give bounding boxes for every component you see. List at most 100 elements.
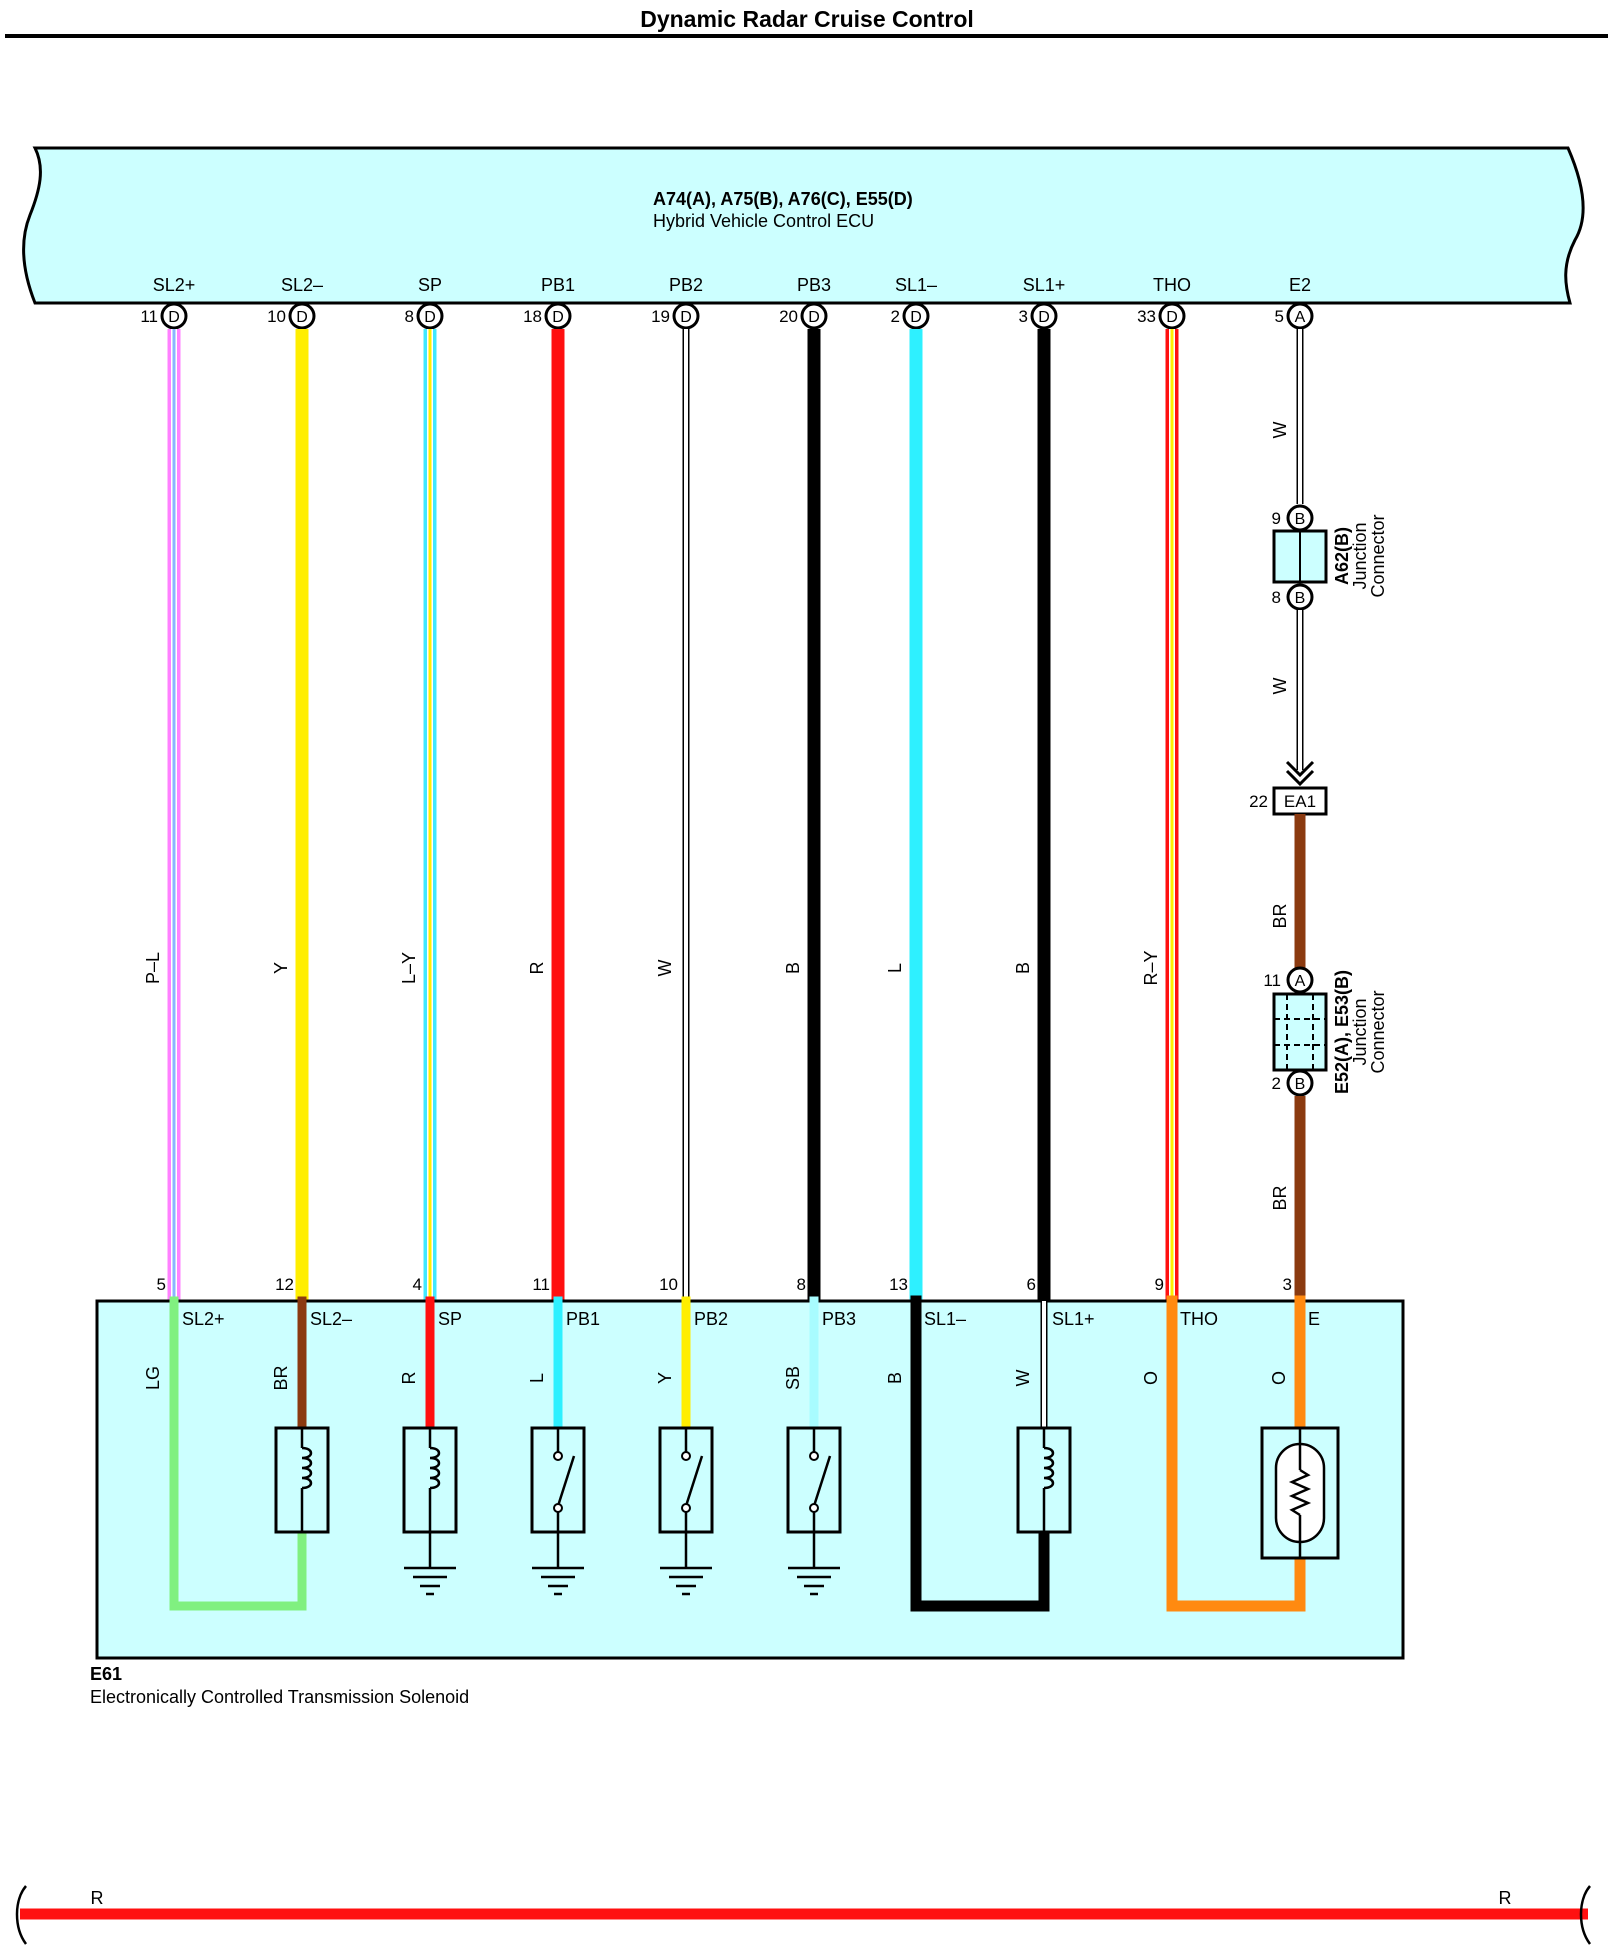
ecu-terminal-conn-sl1-minus: D <box>910 309 922 326</box>
solenoid-pin-tho: 9 <box>1155 1275 1164 1294</box>
solenoid-pin-sp: 4 <box>413 1275 422 1294</box>
e2-ground-path: W B 9 B 8 A62(B) Junction Connector W EA… <box>1249 329 1388 1300</box>
pb2-switch-contact-bot <box>681 1503 691 1513</box>
e52-conn-letter-top: A <box>1295 973 1306 990</box>
ecu-terminal-label-pb1: PB1 <box>541 275 575 295</box>
solenoid-pin-sl2-minusplus: 5 <box>157 1275 166 1294</box>
ecu-terminal-conn-sl1-minusplus: D <box>1038 309 1050 326</box>
solenoid-pin-sl1-minus: 13 <box>889 1275 908 1294</box>
bottom-wire-left-code: R <box>91 1888 104 1908</box>
solenoid-pin-sl2-minus: 12 <box>275 1275 294 1294</box>
wire-code-6: B <box>783 962 803 974</box>
wire-code-3: L–Y <box>399 952 419 984</box>
ecu-terminal-label-e2: E2 <box>1289 275 1311 295</box>
solenoid-pin-pb3: 8 <box>797 1275 806 1294</box>
ecu-terminal-pin-sl1-minus: 2 <box>891 307 900 326</box>
solenoid-name: Electronically Controlled Transmission S… <box>90 1687 469 1707</box>
ecu-terminal-circle-pb2 <box>672 302 700 330</box>
ecu-terminal-conn-pb2: D <box>680 309 692 326</box>
ecu-terminal-label-pb3: PB3 <box>797 275 831 295</box>
solenoid-pin-sl1-minusplus: 6 <box>1027 1275 1036 1294</box>
wire-3-l-minusy: L–Y <box>399 329 437 1301</box>
ecu-terminal-pin-tho: 33 <box>1137 307 1156 326</box>
sl1-coil-winding <box>1043 1446 1055 1490</box>
pb3-switch-contact-top <box>809 1451 819 1461</box>
pb3-switch-contact-bot <box>809 1503 819 1513</box>
solenoid-terminal-label-sp: SP <box>438 1309 462 1329</box>
solenoid-terminal-label-sl1-minus: SL1– <box>924 1309 966 1329</box>
e52-top-pin-circle <box>1286 966 1314 994</box>
ecu-terminal-label-sl1-minus: SL1– <box>895 275 937 295</box>
ecu-terminal-conn-pb3: D <box>808 309 820 326</box>
ecu-terminal-circle-pb3 <box>800 302 828 330</box>
wire-5-w: W <box>655 329 690 1301</box>
solenoid-wire-code-pb2: Y <box>655 1372 675 1384</box>
a62-conn-letter-top: B <box>1295 511 1306 528</box>
wire-code-1: P–L <box>143 952 163 984</box>
e52-name: E52(A), E53(B) <box>1332 970 1352 1094</box>
ecu-terminal-pin-sl2-minus: 10 <box>267 307 286 326</box>
a62-name: A62(B) <box>1332 527 1352 585</box>
a62-bottom-pin-circle <box>1286 583 1314 611</box>
a62-desc1: Junction <box>1350 522 1370 589</box>
pb1-switch-contact-top <box>553 1451 563 1461</box>
a62-top-pin-circle <box>1286 504 1314 532</box>
solenoid-wire-code-e: O <box>1269 1371 1289 1385</box>
solenoid-id: E61 <box>90 1664 122 1684</box>
e2-wire1-code: W <box>1270 422 1290 439</box>
solenoid-wire-code-pb1: L <box>527 1373 547 1383</box>
wire-4-r: R <box>527 329 565 1301</box>
ecu-terminal-label-sl2-minus: SL2– <box>281 275 323 295</box>
solenoid-terminal-label-pb2: PB2 <box>694 1309 728 1329</box>
solenoid-terminal-label-pb3: PB3 <box>822 1309 856 1329</box>
wire-code-5: W <box>655 960 675 977</box>
wire-7-l: L <box>885 329 923 1301</box>
ecu-terminal-pin-pb2: 19 <box>651 307 670 326</box>
ecu-terminal-circle-sp <box>416 302 444 330</box>
e52-pin-bot: 2 <box>1272 1074 1281 1093</box>
ecu-terminal-conn-sl2-minus: D <box>296 309 308 326</box>
wire-code-4: R <box>527 962 547 975</box>
e52-desc1: Junction <box>1350 998 1370 1065</box>
sp-coil-winding <box>429 1446 441 1490</box>
e52-bottom-pin-circle <box>1286 1069 1314 1097</box>
pb1-switch-contact-bot <box>553 1503 563 1513</box>
solenoid-wire-code-sl1-minus: B <box>885 1372 905 1384</box>
e52-conn-letter-bot: B <box>1295 1076 1306 1093</box>
wire-code-9: R–Y <box>1141 950 1161 985</box>
solenoid-pin-pb1: 11 <box>532 1275 550 1294</box>
ecu-terminal-conn-sp: D <box>424 309 436 326</box>
ea1-label: EA1 <box>1284 792 1316 811</box>
wire-code-8: B <box>1013 962 1033 974</box>
wire-2-y: Y <box>271 329 309 1301</box>
pb3-switch-blade <box>812 1455 832 1507</box>
wire-code-2: Y <box>271 962 291 974</box>
ecu-terminal-pin-sl1-minusplus: 3 <box>1019 307 1028 326</box>
ecu-wires: P–L Y L–Y R W B L B R–Y <box>143 329 1179 1301</box>
bottom-wire-break-right <box>1579 1885 1592 1945</box>
solenoid-terminal-label-sl1-minusplus: SL1+ <box>1052 1309 1095 1329</box>
a62-conn-letter-bot: B <box>1295 590 1306 607</box>
ecu-terminal-pin-sl2-minusplus: 11 <box>140 307 158 326</box>
e2-wire2-code: W <box>1270 678 1290 695</box>
solenoid-wire-code-sl2-minusplus: LG <box>143 1366 163 1390</box>
ecu-terminal-label-pb2: PB2 <box>669 275 703 295</box>
solenoid-wire-code-sl2-minus: BR <box>271 1365 291 1390</box>
ecu-terminal-circle-sl2-minus <box>288 302 316 330</box>
thermistor-resistor-zigzag <box>1288 1468 1312 1517</box>
ecu-box <box>22 146 1585 305</box>
solenoid-terminal-label-e: E <box>1308 1309 1320 1329</box>
ecu-terminal-label-sl2-minusplus: SL2+ <box>153 275 196 295</box>
sl2-coil-winding <box>301 1446 313 1490</box>
ecu-terminal-conn-e2: A <box>1295 309 1306 326</box>
ecu-terminal-circle-sl1-minusplus <box>1030 302 1058 330</box>
solenoid-wire-code-sl1-minusplus: W <box>1013 1370 1033 1387</box>
ea1-chevron-1 <box>1285 760 1315 778</box>
page-title: Dynamic Radar Cruise Control <box>640 6 974 32</box>
ecu-terminal-circle-pb1 <box>544 302 572 330</box>
wire-1-p-minusl: P–L <box>143 329 181 1301</box>
solenoid-pin-pb2: 10 <box>659 1275 678 1294</box>
solenoid-pin-e: 3 <box>1283 1275 1292 1294</box>
wire-9-r-minusy: R–Y <box>1141 329 1179 1301</box>
